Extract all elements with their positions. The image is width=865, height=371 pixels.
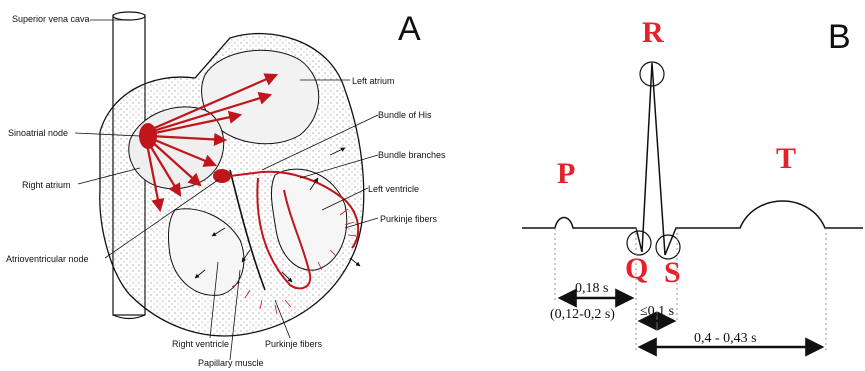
label-bundle-branches: Bundle branches	[378, 150, 446, 160]
label-bundle-of-his: Bundle of His	[378, 110, 432, 120]
wave-label-q: Q	[625, 252, 648, 285]
label-left-ventricle: Left ventricle	[368, 184, 419, 194]
panel-a: Superior vena cava Left atrium Sinoatria…	[6, 10, 446, 368]
wave-label-p: P	[557, 157, 575, 190]
label-purkinje-fibers-upper: Purkinje fibers	[380, 214, 438, 224]
label-superior-vena-cava: Superior vena cava	[12, 14, 90, 24]
wave-label-r: R	[642, 16, 664, 49]
qt-interval-label: 0,4 - 0,43 s	[694, 331, 757, 346]
label-right-atrium: Right atrium	[22, 180, 71, 190]
pq-interval-range-label: (0,12-0,2 s)	[550, 307, 615, 322]
label-left-atrium: Left atrium	[352, 76, 395, 86]
label-atrioventricular-node: Atrioventricular node	[6, 254, 89, 264]
panel-letter-b: B	[828, 18, 851, 56]
panel-letter-a: A	[398, 10, 421, 48]
flow-arrow	[350, 258, 360, 266]
label-papillary-muscle: Papillary muscle	[198, 358, 264, 368]
atrioventricular-node-marker	[213, 169, 231, 183]
wave-label-s: S	[664, 256, 681, 289]
qrs-interval-label: ≤0,1 s	[640, 304, 674, 319]
label-purkinje-fibers-lower: Purkinje fibers	[265, 339, 323, 349]
panel-b: B P R T Q S 0,18 s (0,12-0,2 s) ≤0,1 s	[522, 16, 863, 350]
label-right-ventricle: Right ventricle	[172, 339, 229, 349]
label-sinoatrial-node: Sinoatrial node	[8, 128, 68, 138]
wave-label-t: T	[776, 142, 796, 175]
pq-interval-label: 0,18 s	[575, 281, 608, 296]
